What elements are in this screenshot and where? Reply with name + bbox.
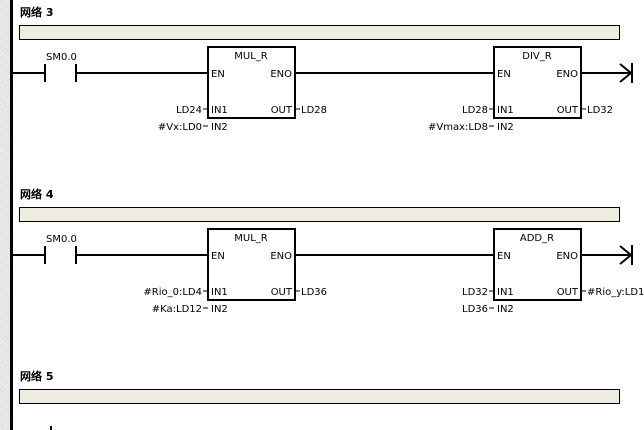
- contact-sm0-0[interactable]: SM0.0: [13, 234, 77, 264]
- pin-eno: ENO: [556, 69, 578, 80]
- network-comment[interactable]: [19, 207, 620, 222]
- power-rail: [10, 0, 13, 430]
- in1-operand[interactable]: LD32: [462, 287, 488, 298]
- contact-label: SM0.0: [46, 234, 77, 245]
- in2-operand[interactable]: LD36: [462, 304, 488, 315]
- box-title: MUL_R: [234, 233, 268, 244]
- pin-in2: IN2: [211, 122, 228, 133]
- out-operand[interactable]: LD28: [301, 105, 327, 116]
- pin-in1: IN1: [497, 287, 514, 298]
- network-title: 网络 5: [20, 369, 53, 383]
- network-4: 网络 4 SM0.0 MUL_R EN ENO IN1 IN2 OUT #Rio…: [13, 187, 644, 315]
- out-operand[interactable]: LD32: [587, 105, 613, 116]
- in2-operand[interactable]: #Ka:LD12: [152, 304, 202, 315]
- out-operand[interactable]: LD36: [301, 287, 327, 298]
- pin-out: OUT: [271, 287, 293, 298]
- pin-in1: IN1: [211, 287, 228, 298]
- pin-out: OUT: [271, 105, 293, 116]
- div-r-box[interactable]: DIV_R EN ENO IN1 IN2 OUT LD28 #Vmax:LD8 …: [428, 46, 613, 133]
- pin-out: OUT: [557, 287, 579, 298]
- box-title: MUL_R: [234, 51, 268, 62]
- contact-sm0-0[interactable]: SM0.0: [13, 52, 77, 82]
- out-operand[interactable]: #Rio_y:LD1: [587, 287, 644, 298]
- pin-in1: IN1: [497, 105, 514, 116]
- pin-in1: IN1: [211, 105, 228, 116]
- in1-operand[interactable]: LD24: [176, 105, 202, 116]
- pin-eno: ENO: [270, 69, 292, 80]
- network-title: 网络 3: [20, 5, 53, 19]
- rung-end-arrow-icon: [581, 63, 633, 83]
- pin-en: EN: [497, 251, 511, 262]
- box-title: DIV_R: [522, 51, 551, 62]
- network-title: 网络 4: [20, 187, 54, 201]
- pin-in2: IN2: [497, 122, 514, 133]
- editor-gutter: [0, 0, 10, 430]
- pin-eno: ENO: [556, 251, 578, 262]
- network-comment[interactable]: [19, 389, 620, 404]
- in1-operand[interactable]: LD28: [462, 105, 488, 116]
- pin-in2: IN2: [497, 304, 514, 315]
- contact-partial[interactable]: [13, 426, 52, 430]
- mul-r-box[interactable]: MUL_R EN ENO IN1 IN2 OUT LD24 #Vx:LD0 LD…: [158, 46, 327, 133]
- in2-operand[interactable]: #Vmax:LD8: [428, 122, 488, 133]
- in2-operand[interactable]: #Vx:LD0: [158, 122, 202, 133]
- add-r-box[interactable]: ADD_R EN ENO IN1 IN2 OUT LD32 LD36 #Rio_…: [462, 228, 644, 315]
- in1-operand[interactable]: #Rio_0:LD4: [143, 287, 202, 298]
- network-3: 网络 3 SM0.0 MUL_R EN ENO IN1 IN2 OUT LD24…: [13, 5, 633, 133]
- contact-label: SM0.0: [46, 52, 77, 63]
- pin-in2: IN2: [211, 304, 228, 315]
- pin-en: EN: [211, 251, 225, 262]
- pin-en: EN: [497, 69, 511, 80]
- pin-out: OUT: [557, 105, 579, 116]
- network-comment[interactable]: [19, 25, 620, 40]
- rung-end-arrow-icon: [581, 245, 633, 265]
- box-title: ADD_R: [520, 233, 554, 244]
- mul-r-box[interactable]: MUL_R EN ENO IN1 IN2 OUT #Rio_0:LD4 #Ka:…: [143, 228, 327, 315]
- network-5: 网络 5: [13, 369, 620, 430]
- pin-en: EN: [211, 69, 225, 80]
- pin-eno: ENO: [270, 251, 292, 262]
